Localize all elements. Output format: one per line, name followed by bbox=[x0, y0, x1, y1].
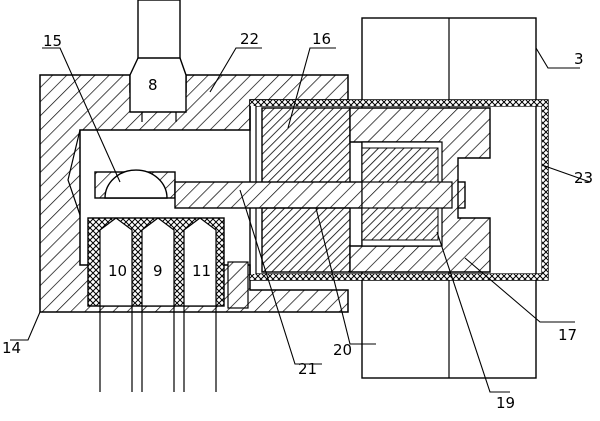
ledge-bottom bbox=[227, 261, 249, 309]
label-14: 14 bbox=[2, 339, 21, 357]
part-labels: 8 15 22 16 3 23 10 9 11 17 20 21 14 19 bbox=[2, 30, 593, 412]
label-21: 21 bbox=[298, 360, 317, 378]
label-20: 20 bbox=[333, 341, 352, 359]
nozzle-block bbox=[87, 217, 225, 392]
label-17: 17 bbox=[558, 326, 577, 344]
label-22: 22 bbox=[240, 30, 259, 48]
dome-cap-15 bbox=[94, 169, 176, 199]
feed-tube-8 bbox=[129, 0, 187, 122]
label-19: 19 bbox=[496, 394, 515, 412]
label-10: 10 bbox=[108, 262, 127, 280]
label-15: 15 bbox=[43, 32, 62, 50]
guide-block-17 bbox=[349, 107, 491, 273]
label-3: 3 bbox=[574, 50, 584, 68]
label-11: 11 bbox=[192, 262, 211, 280]
label-23: 23 bbox=[574, 169, 593, 187]
leader-lines bbox=[10, 47, 591, 393]
label-8: 8 bbox=[148, 76, 158, 94]
label-16: 16 bbox=[312, 30, 331, 48]
label-9: 9 bbox=[153, 262, 163, 280]
